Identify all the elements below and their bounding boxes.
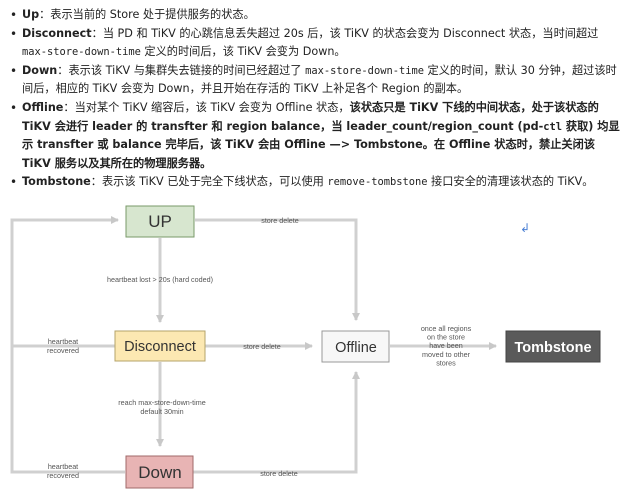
state-item-offline: Offline：当对某个 TiKV 缩容后，该 TiKV 会变为 Offline… [8,99,620,173]
node-tombstone-label: Tombstone [514,340,591,356]
label-up-store-delete: store delete [261,216,299,225]
edge-down-offline [193,371,360,474]
state-description-list: Up：表示当前的 Store 处于提供服务的状态。Disconnect：当 PD… [8,6,620,192]
diagram-edges [10,216,497,474]
edge-label-line: moved to other [422,350,471,359]
state-separator: ： [57,63,69,77]
state-term: Down [22,63,58,77]
state-text: 该状态只是 TiKV 下线的中间状态，处于该状态的 TiKV 会进行 leade… [22,100,599,133]
edge-label-line: on the store [427,333,465,342]
edge-label-line: stores [436,358,456,367]
state-text: 表示该 TiKV 与集群失去链接的时间已经超过了 [68,63,306,77]
node-down-box [125,455,194,489]
state-text: 获取) 均显示 transfter 或 balance 完毕后，该 TiKV 会… [22,119,620,170]
inline-code: max-store-down-time [305,64,424,77]
label-heartbeat-lost: heartbeat lost > 20s (hard coded) [107,275,213,284]
edge-label-line: recovered [47,471,79,480]
edge-label-line: have been [429,341,463,350]
state-text: 表示该 TiKV 已处于完全下线状态，可以使用 [101,175,328,189]
state-item-tombstone: Tombstone：表示该 TiKV 已处于完全下线状态，可以使用 remove… [8,173,620,192]
edge-down-up [10,346,125,474]
state-separator: ： [90,175,102,189]
inline-code: remove-tombstone [327,176,428,189]
state-item-disconnect: Disconnect：当 PD 和 TiKV 的心跳信息丢失超过 20s 后，该… [8,25,620,62]
state-term: Disconnect [22,26,92,40]
label-disconnect-store-delete: store delete [243,342,281,351]
state-text: 定义的时间，默认 30 分钟，超过该时间后，相应的 TiKV 会变为 Down，… [22,63,617,96]
inline-code: ctl [543,120,563,133]
state-term: Offline [22,100,64,114]
state-separator: ： [39,8,51,21]
inline-code: max-store-down-time [22,46,141,59]
state-item-down: Down：表示该 TiKV 与集群失去链接的时间已经超过了 max-store-… [8,62,620,99]
node-up-label: UP [148,212,172,231]
state-item-up: Up：表示当前的 Store 处于提供服务的状态。 [8,6,620,25]
edge-up-offline [195,218,360,321]
node-disconnect-box [114,330,206,362]
state-term: Tombstone [22,175,91,189]
state-text: 当对某个 TiKV 缩容后，该 TiKV 会变为 Offline 状态， [74,100,350,114]
return-mark-icon: ↲ [520,221,530,235]
edge-label-line: once all regions [421,324,472,333]
node-offline-label: Offline [335,340,377,356]
node-offline-box [321,330,390,363]
edge-disconnect-up [10,216,119,348]
edge-label-line: heartbeat [48,337,78,346]
node-tombstone-box [505,330,601,363]
edge-label-line: recovered [47,346,79,355]
label-down-store-delete: store delete [260,469,298,478]
state-separator: ： [63,100,75,114]
edge-label-line: heartbeat [48,462,78,471]
state-separator: ： [91,26,103,40]
state-text: 接口安全的清理该状态的 TiKV。 [427,175,594,189]
node-disconnect-label: Disconnect [124,339,196,355]
state-text: 当 PD 和 TiKV 的心跳信息丢失超过 20s 后，该 TiKV 的状态会变… [102,26,599,40]
state-text: 表示当前的 Store 处于提供服务的状态。 [50,8,255,21]
edge-label-line: reach max-store-down-time [118,398,205,407]
edge-label-line: default 30min [140,407,183,416]
state-text: 定义的时间后，该 TiKV 会变为 Down。 [140,45,346,59]
node-down-label: Down [138,463,181,482]
state-term: Up [22,8,40,21]
node-up-box [125,205,195,238]
store-state-diagram: UP Disconnect Offline Down Tombstone sto… [0,200,628,499]
